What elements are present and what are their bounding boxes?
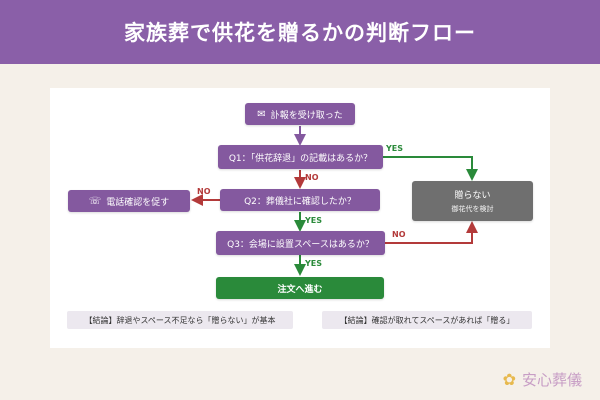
conclusion-left: 【結論】辞退やスペース不足なら「贈らない」が基本 [67,311,293,329]
node-order: 注文へ進む [216,277,384,299]
conclusion-right: 【結論】確認が取れてスペースがあれば「贈る」 [322,311,532,329]
label-q2-yes: YES [305,216,323,225]
node-q1: Q1：「供花辞退」の記載はあるか？ [218,145,383,169]
arrow-q1-yes [382,156,478,181]
node-q2: Q2：葬儀社に確認したか？ [220,189,380,211]
node-phone: ☏ 電話確認を促す [68,190,190,212]
node-not-send: 贈らない 御花代を検討 [412,181,533,221]
phone-icon: ☏ [88,195,102,207]
label-q3-yes: YES [305,259,323,268]
brand-name: 安心葬儀 [521,371,582,389]
label-q3-no: NO [392,230,406,239]
arrow-q3-no [384,221,478,244]
label-q1-yes: YES [386,144,404,153]
node-q3: Q3：会場に設置スペースはあるか？ [216,231,385,255]
brand-logo: ✿ 安心葬儀 [503,369,582,390]
page-header: 家族葬で供花を贈るかの判断フロー [0,0,600,64]
label-q1-no: NO [305,173,319,182]
page-title: 家族葬で供花を贈るかの判断フロー [124,21,476,45]
flower-icon: ✿ [502,370,516,389]
label-q2-no: NO [197,187,211,196]
mail-icon: ✉ [257,108,266,120]
node-start: ✉ 訃報を受け取った [245,103,355,125]
